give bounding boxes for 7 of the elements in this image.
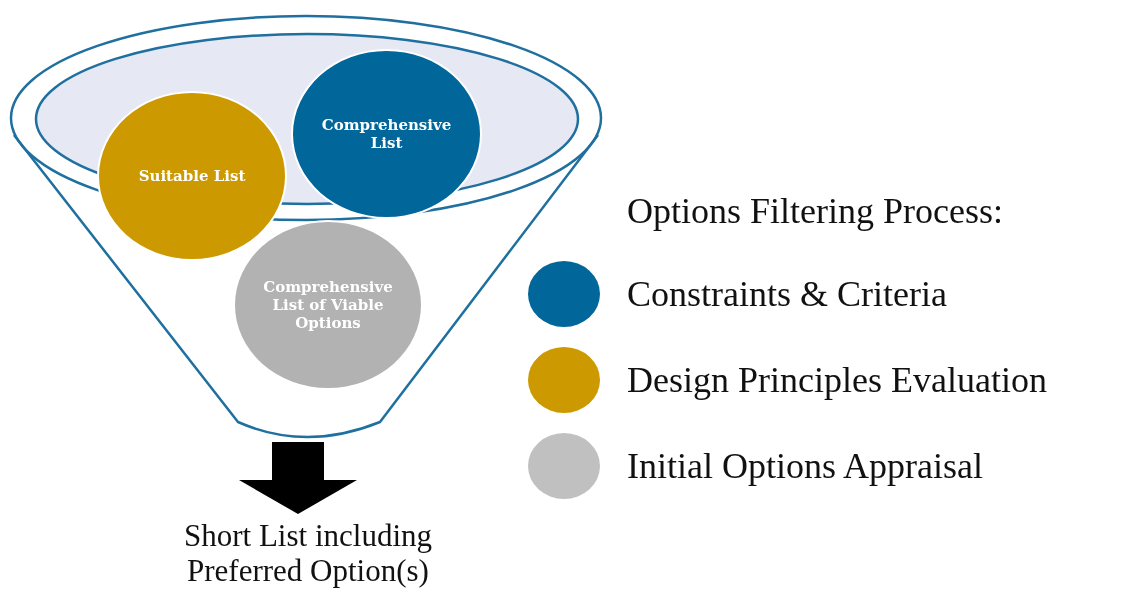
legend-label: Initial Options Appraisal	[627, 445, 983, 487]
block-arrow	[239, 442, 357, 514]
list-circle: Comprehensive List of Viable Options	[233, 220, 423, 390]
legend-heading: Options Filtering Process:	[627, 190, 1003, 232]
legend-label: Design Principles Evaluation	[627, 359, 1047, 401]
legend-label: Constraints & Criteria	[627, 273, 947, 315]
outcome-text: Short List including Preferred Option(s)	[130, 518, 486, 588]
